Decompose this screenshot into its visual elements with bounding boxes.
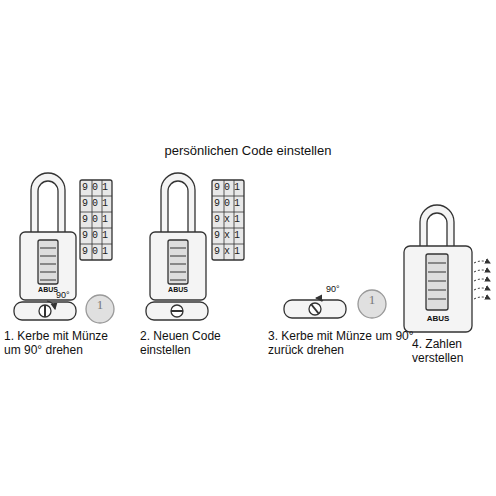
step-caption: 4. Zahlen verstellen [412, 338, 490, 366]
code-digits: 9x1 [214, 230, 244, 242]
coin-value: 1 [358, 293, 386, 308]
code-digits: 901 [214, 198, 244, 210]
code-digits: 901 [82, 214, 112, 226]
coin [86, 295, 114, 323]
angle-label: 90° [326, 284, 340, 294]
brand-mark: ABUS [404, 314, 472, 323]
code-digits: 901 [82, 198, 112, 210]
angle-label: 90° [56, 290, 70, 300]
step-caption: 1. Kerbe mit Münze um 90° drehen [4, 330, 126, 358]
code-digits: 901 [214, 182, 244, 194]
shackle [31, 173, 65, 234]
code-digits: 901 [82, 182, 112, 194]
brand-mark: ABUS [150, 286, 206, 294]
step-caption: 3. Kerbe mit Münze um 90° zurück drehen [268, 330, 414, 358]
code-digits: 901 [82, 246, 112, 258]
title: persönlichen Code einstellen [0, 144, 496, 159]
lock-body [20, 232, 76, 300]
code-digits: 9x1 [214, 246, 244, 258]
coin-value: 1 [86, 298, 114, 313]
lock-bottom-view [14, 302, 76, 320]
step-caption: 2. Neuen Code einstellen [140, 330, 232, 358]
code-digits: 901 [82, 230, 112, 242]
code-digits: 9x1 [214, 214, 244, 226]
